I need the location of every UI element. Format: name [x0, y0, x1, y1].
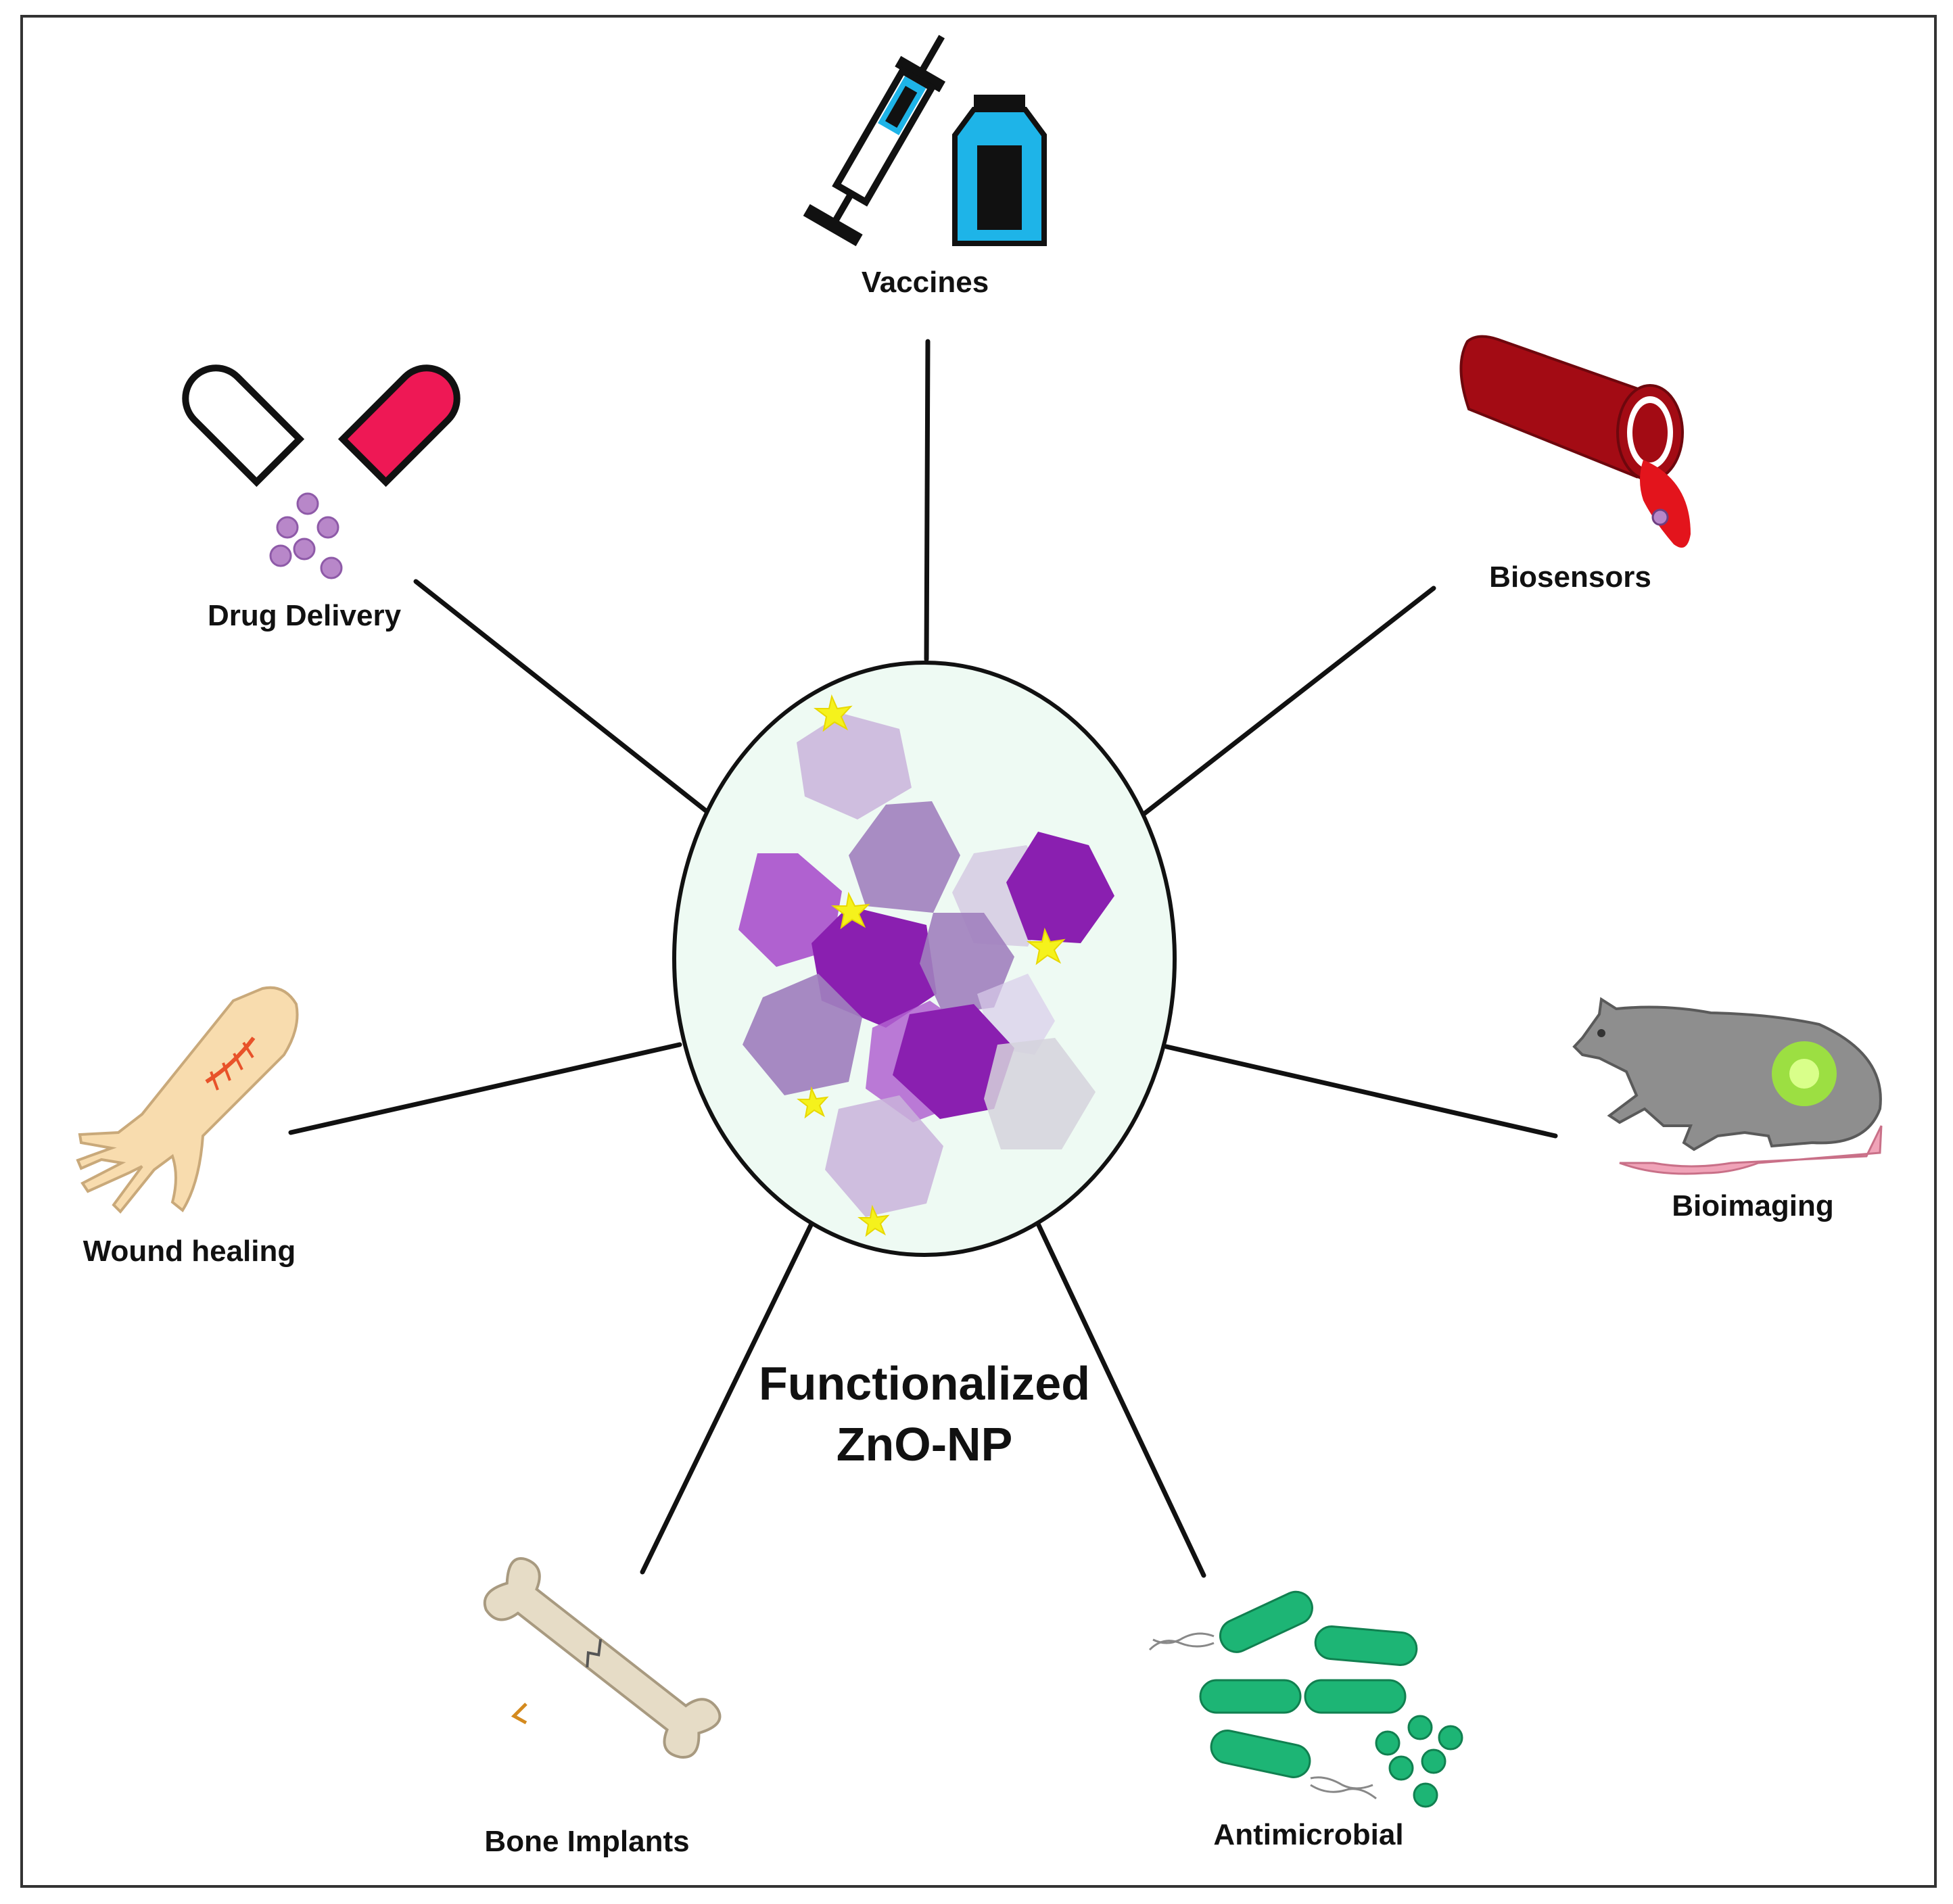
figure-frame [20, 15, 1937, 1888]
blood-vessel-icon [1459, 335, 1691, 548]
rat-tail [1619, 1125, 1883, 1175]
spark-icon [1027, 927, 1066, 966]
crystal-pentagon [743, 974, 862, 1095]
bacteria-icon [1148, 1590, 1463, 1808]
spark-icon [857, 1204, 890, 1237]
label-vaccines: Vaccines [862, 266, 989, 299]
capsule-icon [182, 364, 461, 579]
crystal-pentagon [811, 906, 937, 1028]
label-bone-implants: Bone Implants [484, 1825, 689, 1858]
crystal-pentagon [1006, 832, 1114, 943]
arm-icon [76, 986, 299, 1214]
drug-particles [269, 492, 343, 579]
label-biosensors: Biosensors [1489, 561, 1651, 594]
nanoparticle-cluster [672, 661, 1177, 1257]
syringe-icon [803, 34, 946, 247]
center-title-line1: Functionalized [759, 1357, 1090, 1410]
connector-lines [288, 339, 1558, 1578]
wound-icon [205, 1037, 256, 1084]
spark-icon [797, 1086, 829, 1119]
vaccine-icon [803, 34, 1047, 247]
crystal-pentagon [984, 1038, 1096, 1149]
label-drug-delivery: Drug Delivery [208, 599, 402, 632]
label-antimicrobial: Antimicrobial [1213, 1818, 1403, 1851]
label-wound-healing: Wound healing [83, 1235, 296, 1268]
flagella [1148, 1632, 1377, 1800]
spark-icon [814, 694, 853, 732]
crystal-pentagon [738, 853, 842, 967]
label-bioimaging: Bioimaging [1672, 1189, 1834, 1222]
crystal-pentagon [849, 801, 960, 913]
spark-markers [797, 694, 1066, 1237]
connector-bone-implants [640, 1221, 814, 1575]
bone-icon [483, 1557, 722, 1759]
connector-bioimaging [1164, 1044, 1558, 1139]
rat-icon [1572, 997, 1883, 1175]
crystal-pentagon [797, 713, 912, 819]
fracture-mark [586, 1639, 603, 1668]
connector-drug-delivery [413, 579, 709, 814]
spark-icon [831, 891, 870, 930]
connector-antimicrobial [1035, 1221, 1206, 1578]
center-title-line2: ZnO-NP [837, 1418, 1013, 1471]
crystal-pentagon [893, 1004, 1014, 1119]
connector-wound-healing [288, 1042, 682, 1135]
connector-biosensors [1140, 586, 1436, 817]
connector-vaccines [924, 339, 931, 662]
vial-icon [952, 95, 1047, 246]
blood-drop-icon [1640, 460, 1691, 548]
crystal-pentagon [825, 1095, 943, 1217]
